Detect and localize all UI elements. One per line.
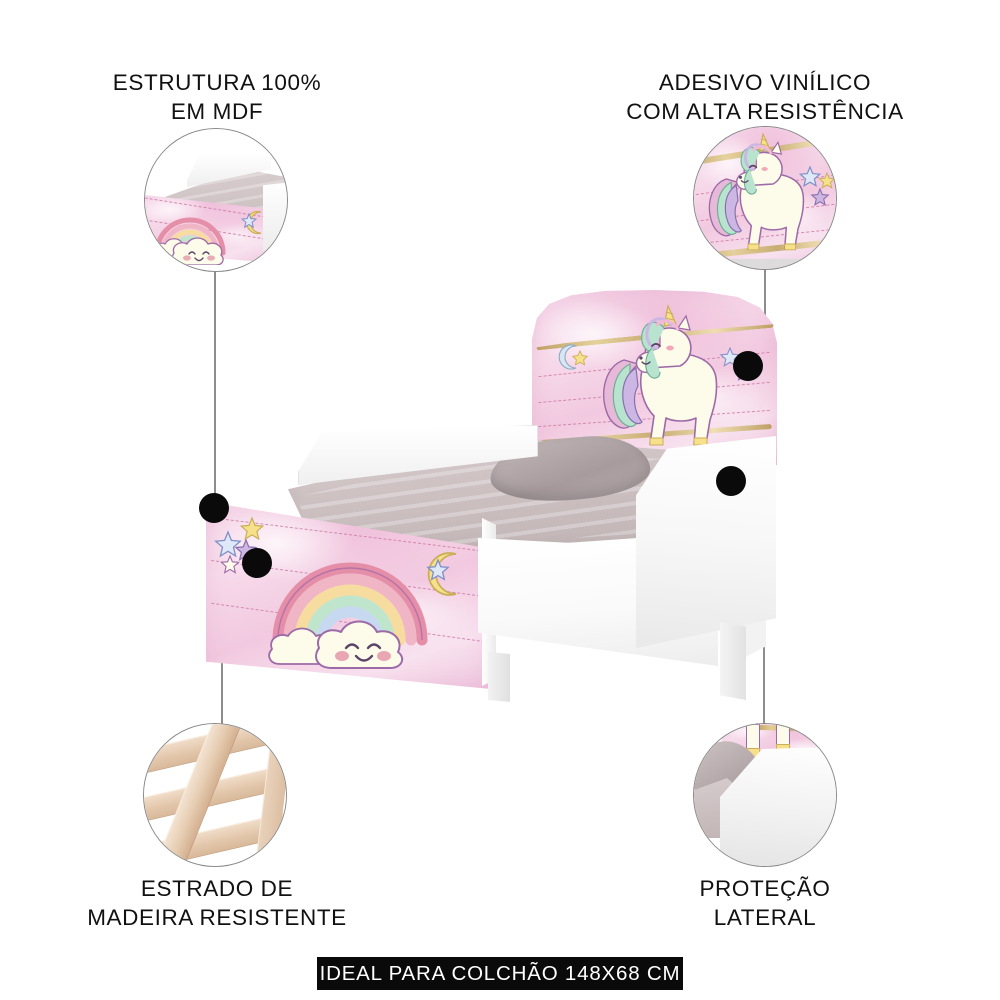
callout-dot-adesivo xyxy=(733,351,763,381)
callout-caption-estrado: ESTRADO DE MADEIRA RESISTENTE xyxy=(87,876,347,930)
callout-dot-protecao xyxy=(716,466,746,496)
footboard-moon-icon xyxy=(426,552,457,596)
leader-line-estrutura xyxy=(214,270,216,510)
unicorn-icon xyxy=(603,304,718,446)
bed-side-protection-panel xyxy=(636,436,776,648)
mattress-size-banner: IDEAL PARA COLCHÃO 148X68 CM xyxy=(317,957,683,990)
bubble-vinyl-sticker xyxy=(693,126,837,270)
callout-caption-protecao: PROTEÇÃO LATERAL xyxy=(699,876,831,930)
headboard-moon-star-icon xyxy=(558,344,589,370)
callout-dot-estrado xyxy=(242,548,272,578)
bed-headboard xyxy=(532,290,777,465)
bed-footboard xyxy=(206,494,496,689)
callout-caption-adesivo: ADESIVO VINÍLICO COM ALTA RESISTÊNCIA xyxy=(626,70,904,124)
rainbow-cloud-icon xyxy=(268,562,428,669)
callout-caption-estrutura: ESTRUTURA 100% EM MDF xyxy=(112,70,322,124)
bubble-wood-slats xyxy=(143,723,287,867)
callout-dot-estrutura xyxy=(199,493,229,523)
bed-leg-front-right xyxy=(720,622,746,700)
bed-illustration xyxy=(200,290,820,710)
bubble-side-rail xyxy=(693,723,837,867)
mattress-size-text: IDEAL PARA COLCHÃO 148X68 CM xyxy=(319,961,681,985)
bubble-mdf-frame xyxy=(144,128,288,272)
bed-leg-front-left xyxy=(488,652,510,702)
